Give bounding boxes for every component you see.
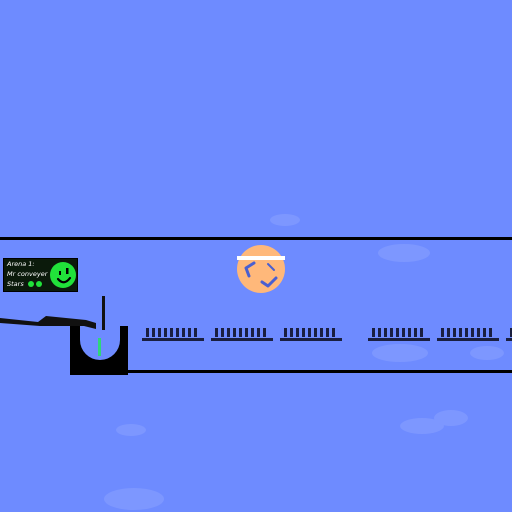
star-dot-2	[36, 281, 42, 287]
level-name: Mr conveyer	[7, 270, 48, 278]
conveyor	[368, 328, 430, 341]
smiley-face-icon	[50, 262, 76, 288]
conveyor	[437, 328, 499, 341]
conveyor	[280, 328, 342, 341]
cloud	[434, 410, 468, 426]
floor-line	[128, 370, 512, 373]
checkmark-icon	[260, 276, 278, 288]
ceiling-line	[0, 237, 512, 240]
cloud	[470, 346, 504, 360]
conveyor	[506, 328, 512, 341]
cloud	[378, 244, 430, 262]
conveyor	[211, 328, 273, 341]
ball-band	[237, 256, 285, 260]
arrow-icon	[244, 261, 256, 278]
cloud	[116, 424, 146, 436]
ball-player	[237, 245, 285, 293]
star-dot-1	[28, 281, 34, 287]
cloud	[372, 344, 428, 362]
cloud	[400, 418, 444, 434]
launch-ramp	[0, 316, 96, 329]
stars-label: Stars	[7, 280, 24, 288]
level-info-panel: Arena 1: Mr conveyer Stars	[3, 258, 78, 292]
cup-water	[98, 338, 101, 356]
conveyor	[142, 328, 204, 341]
cloud	[270, 214, 300, 226]
goal-cup	[70, 326, 128, 375]
pole	[102, 296, 105, 330]
arena-label: Arena 1:	[7, 260, 35, 268]
cloud	[104, 488, 164, 510]
arrow-tick	[267, 263, 275, 271]
